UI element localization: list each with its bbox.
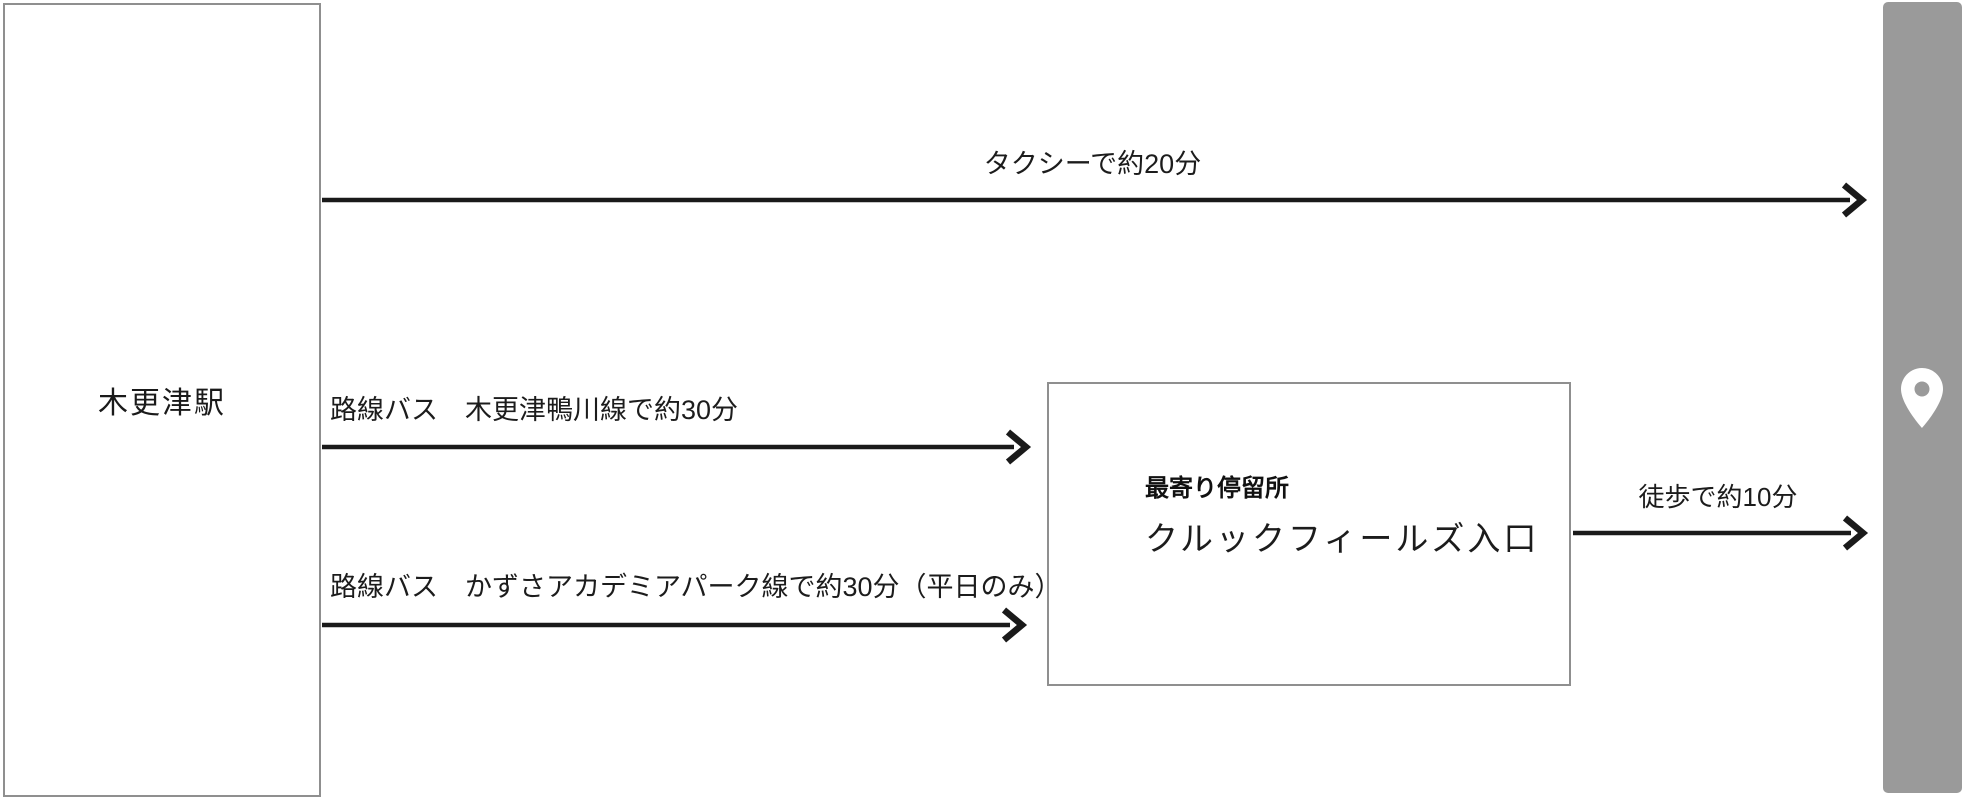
route-taxi-label: タクシーで約20分 — [983, 149, 1202, 179]
route-walk-arrow — [1573, 515, 1869, 551]
route-bus-kazusa-label: 路線バス かずさアカデミアパーク線で約30分（平日のみ） — [330, 572, 1062, 602]
bus-stop-box: 最寄り停留所 クルックフィールズ入口 — [1047, 382, 1571, 686]
bus-stop-name: クルックフィールズ入口 — [1145, 520, 1540, 557]
route-bus-kamogawa-label: 路線バス 木更津鴨川線で約30分 — [330, 395, 739, 425]
route-bus-kazusa-arrow — [322, 607, 1028, 643]
location-pin-icon — [1901, 368, 1943, 428]
destination-bar — [1883, 2, 1962, 793]
origin-station-box: 木更津駅 — [3, 3, 321, 797]
route-bus-kamogawa-arrow — [322, 429, 1032, 465]
route-walk-label: 徒歩で約10分 — [1638, 482, 1798, 512]
route-taxi-arrow — [322, 182, 1868, 218]
origin-station-label: 木更津駅 — [98, 387, 226, 420]
bus-stop-caption: 最寄り停留所 — [1145, 475, 1289, 502]
